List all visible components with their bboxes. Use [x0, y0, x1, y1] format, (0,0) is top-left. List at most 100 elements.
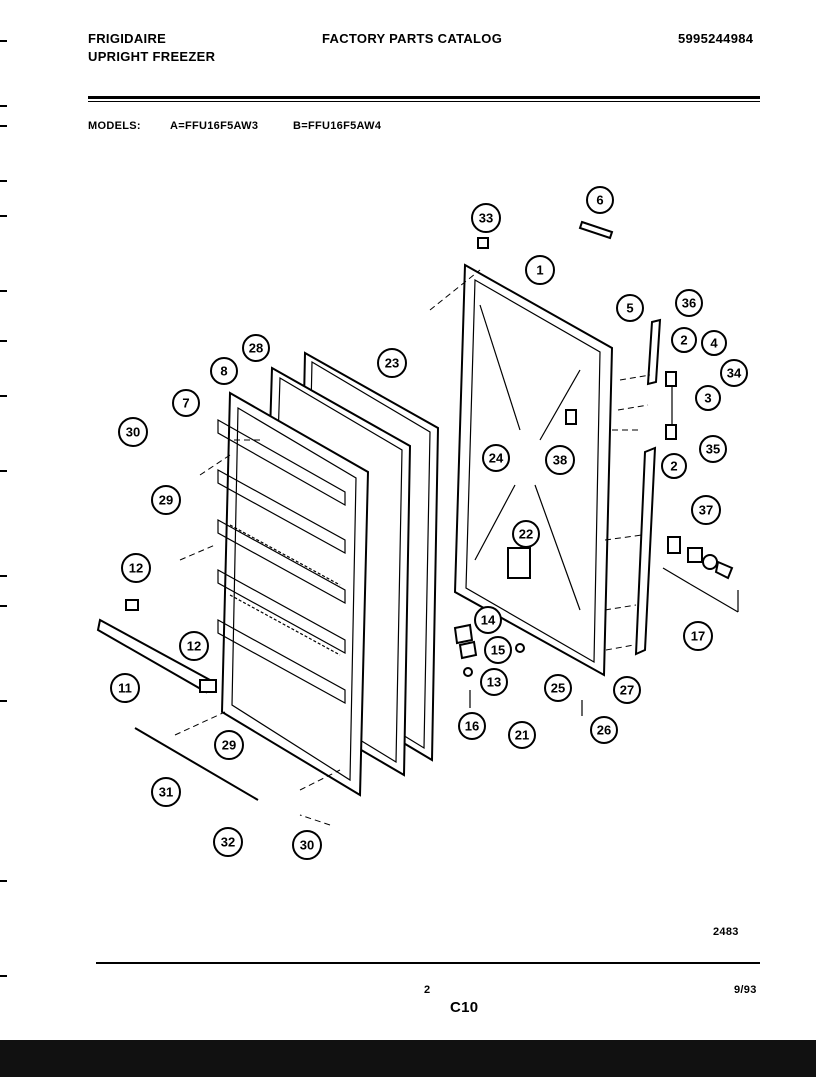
svg-text:28: 28: [249, 341, 263, 356]
svg-text:26: 26: [597, 723, 611, 738]
model-a: A=FFU16F5AW3: [170, 120, 259, 132]
callout-22: 22: [512, 520, 540, 548]
svg-text:4: 4: [710, 336, 718, 351]
callout-6: 6: [586, 186, 614, 214]
revision-date: 9/93: [734, 984, 757, 996]
callout-2a: 2: [671, 327, 697, 353]
callout-7: 7: [172, 389, 200, 417]
models-label: MODELS:: [88, 120, 141, 132]
callout-29b: 29: [214, 730, 244, 760]
svg-text:34: 34: [727, 366, 742, 381]
scan-mark: [0, 700, 7, 702]
scan-mark: [0, 395, 7, 397]
callout-5: 5: [616, 294, 644, 322]
svg-text:8: 8: [220, 364, 227, 379]
svg-text:13: 13: [487, 675, 501, 690]
door-outer-panel: [453, 263, 614, 677]
header-rule: [88, 96, 760, 99]
callout-30b: 30: [292, 830, 322, 860]
svg-text:30: 30: [126, 425, 140, 440]
callout-16: 16: [458, 712, 486, 740]
svg-text:15: 15: [491, 643, 505, 658]
product-name: UPRIGHT FREEZER: [88, 49, 216, 64]
callout-13: 13: [480, 668, 508, 696]
exploded-parts-diagram: 1 2 2 3 4 5 6 7 8 11 12 12 13 14 15 16 1…: [96, 186, 748, 860]
callout-29a: 29: [151, 485, 181, 515]
scan-mark: [0, 180, 7, 182]
scan-mark: [0, 975, 7, 977]
svg-text:35: 35: [706, 442, 720, 457]
section-code: C10: [450, 999, 479, 1016]
catalog-number: 5995244984: [678, 31, 754, 46]
hinge-part-lower: [665, 424, 677, 440]
callout-25: 25: [544, 674, 572, 702]
svg-text:36: 36: [682, 296, 696, 311]
callout-1: 1: [525, 255, 555, 285]
scan-mark: [0, 105, 7, 107]
callout-37: 37: [691, 495, 721, 525]
scan-margin-marks: [0, 0, 8, 1040]
door-bracket: [507, 547, 531, 579]
callout-15: 15: [484, 636, 512, 664]
svg-text:27: 27: [620, 683, 634, 698]
svg-text:3: 3: [704, 391, 711, 406]
callout-24: 24: [482, 444, 510, 472]
svg-text:32: 32: [221, 835, 235, 850]
scan-bottom-band: [0, 1040, 816, 1077]
catalog-title: FACTORY PARTS CATALOG: [322, 31, 503, 46]
callout-32: 32: [213, 827, 243, 857]
callout-36: 36: [675, 289, 703, 317]
page-number: 2: [424, 984, 431, 996]
callout-14: 14: [474, 606, 502, 634]
scan-mark: [0, 290, 7, 292]
callout-30a: 30: [118, 417, 148, 447]
svg-text:2: 2: [680, 333, 687, 348]
bracket-12b: [199, 679, 217, 693]
svg-text:16: 16: [465, 719, 479, 734]
callout-23: 23: [377, 348, 407, 378]
svg-text:7: 7: [182, 396, 189, 411]
drawing-number: 2483: [713, 926, 739, 938]
callout-28: 28: [242, 334, 270, 362]
callout-3: 3: [695, 385, 721, 411]
scan-mark: [0, 575, 7, 577]
callout-21: 21: [508, 721, 536, 749]
strip-37: [634, 446, 657, 656]
svg-text:11: 11: [118, 681, 132, 696]
scan-mark: [0, 470, 7, 472]
scan-mark: [0, 40, 7, 42]
svg-text:5: 5: [626, 301, 633, 316]
hinge-15: [458, 640, 478, 660]
lock-assembly: [662, 536, 739, 613]
handle-6: [578, 220, 614, 240]
rod: [134, 727, 259, 801]
svg-text:22: 22: [519, 527, 533, 542]
svg-text:31: 31: [159, 785, 173, 800]
footer-rule: [96, 962, 760, 964]
callout-26: 26: [590, 716, 618, 744]
callout-27: 27: [613, 676, 641, 704]
callout-33: 33: [471, 203, 501, 233]
svg-text:37: 37: [699, 503, 713, 518]
svg-text:6: 6: [596, 193, 603, 208]
svg-text:12: 12: [129, 561, 143, 576]
callout-11: 11: [110, 673, 140, 703]
svg-text:21: 21: [515, 728, 529, 743]
model-b: B=FFU16F5AW4: [293, 120, 382, 132]
svg-text:24: 24: [489, 451, 504, 466]
svg-text:1: 1: [536, 263, 543, 278]
svg-text:33: 33: [479, 211, 493, 226]
svg-text:14: 14: [481, 613, 496, 628]
svg-text:30: 30: [300, 838, 314, 853]
strip-36: [646, 318, 662, 386]
scan-mark: [0, 215, 7, 217]
inner-door-liner: [217, 391, 370, 797]
svg-text:38: 38: [553, 453, 567, 468]
svg-text:25: 25: [551, 681, 565, 696]
hinge-part: [665, 371, 677, 387]
scan-mark: [0, 340, 7, 342]
callout-35: 35: [699, 435, 727, 463]
svg-text:12: 12: [187, 639, 201, 654]
callout-34: 34: [720, 359, 748, 387]
scan-mark: [0, 880, 7, 882]
